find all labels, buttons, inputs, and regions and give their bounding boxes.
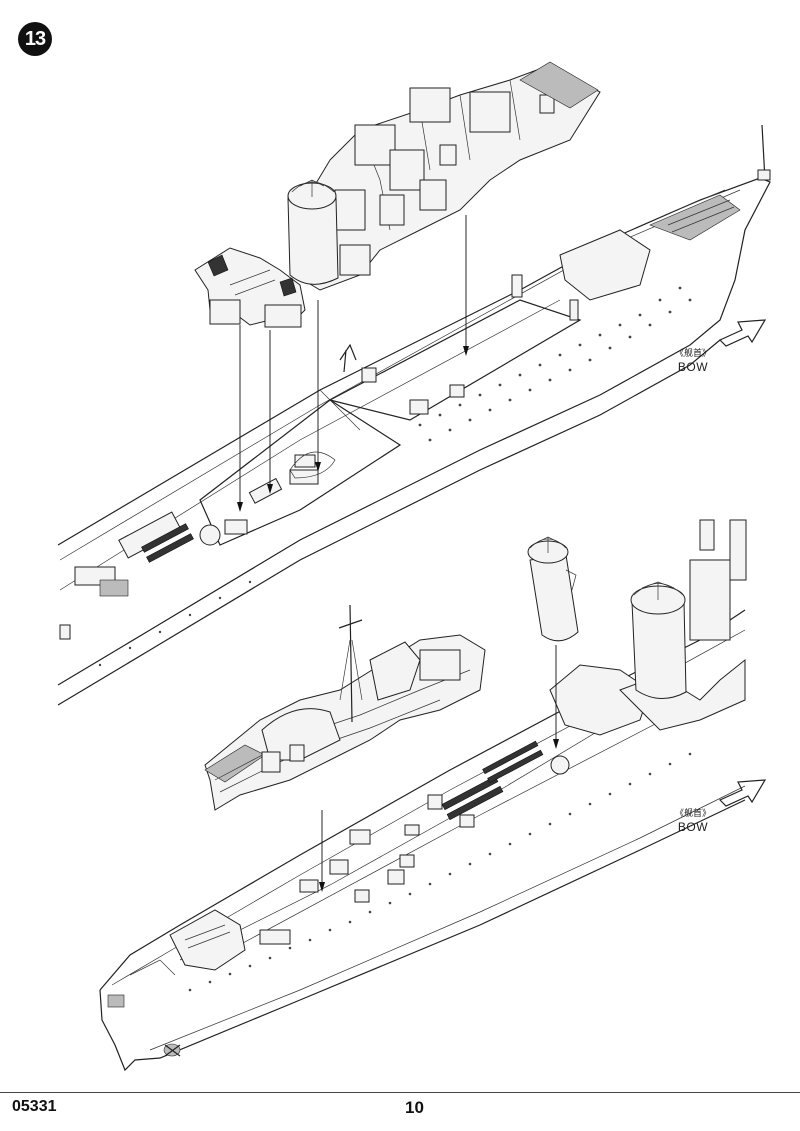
lower-right-funnel <box>630 581 687 699</box>
lower-bow-label: 《舰首》 BOW <box>668 806 718 834</box>
upper-bow-label: 《舰首》 BOW <box>668 346 718 374</box>
upper-bow-arrow-icon <box>718 319 767 347</box>
lower-bow-arrow-icon <box>718 779 767 807</box>
footer-divider <box>0 1092 800 1093</box>
lower-superstructure-part <box>204 604 486 811</box>
lower-bow-label-cn: 《舰首》 <box>674 808 711 818</box>
lower-mast <box>338 604 363 723</box>
lower-hull-assembly <box>99 519 747 1072</box>
lower-guide-arrows <box>319 645 559 892</box>
lower-loose-funnel-part <box>527 536 579 642</box>
upper-bow-label-cn: 《舰首》 <box>674 348 711 358</box>
upper-hull-assembly <box>57 124 771 706</box>
upper-guide-arrows <box>237 215 469 512</box>
upper-bow-label-en: BOW <box>677 360 709 374</box>
lower-bow-label-en: BOW <box>677 820 709 834</box>
bow-gun-mount <box>664 189 735 233</box>
upper-funnel <box>287 179 339 285</box>
page-number: 10 <box>405 1098 424 1117</box>
upper-superstructure-part <box>287 61 601 291</box>
product-code: 05331 <box>12 1098 57 1115</box>
step-number-badge: 13 <box>18 22 52 56</box>
lower-torpedo-tubes <box>441 740 544 821</box>
lower-hull-portholes <box>188 752 692 992</box>
step-number: 13 <box>24 27 46 50</box>
propeller-icon <box>163 1043 181 1057</box>
upper-platform-part <box>194 247 306 328</box>
upper-hull-portholes <box>98 286 692 667</box>
rear-torpedo-tubes <box>141 523 194 563</box>
